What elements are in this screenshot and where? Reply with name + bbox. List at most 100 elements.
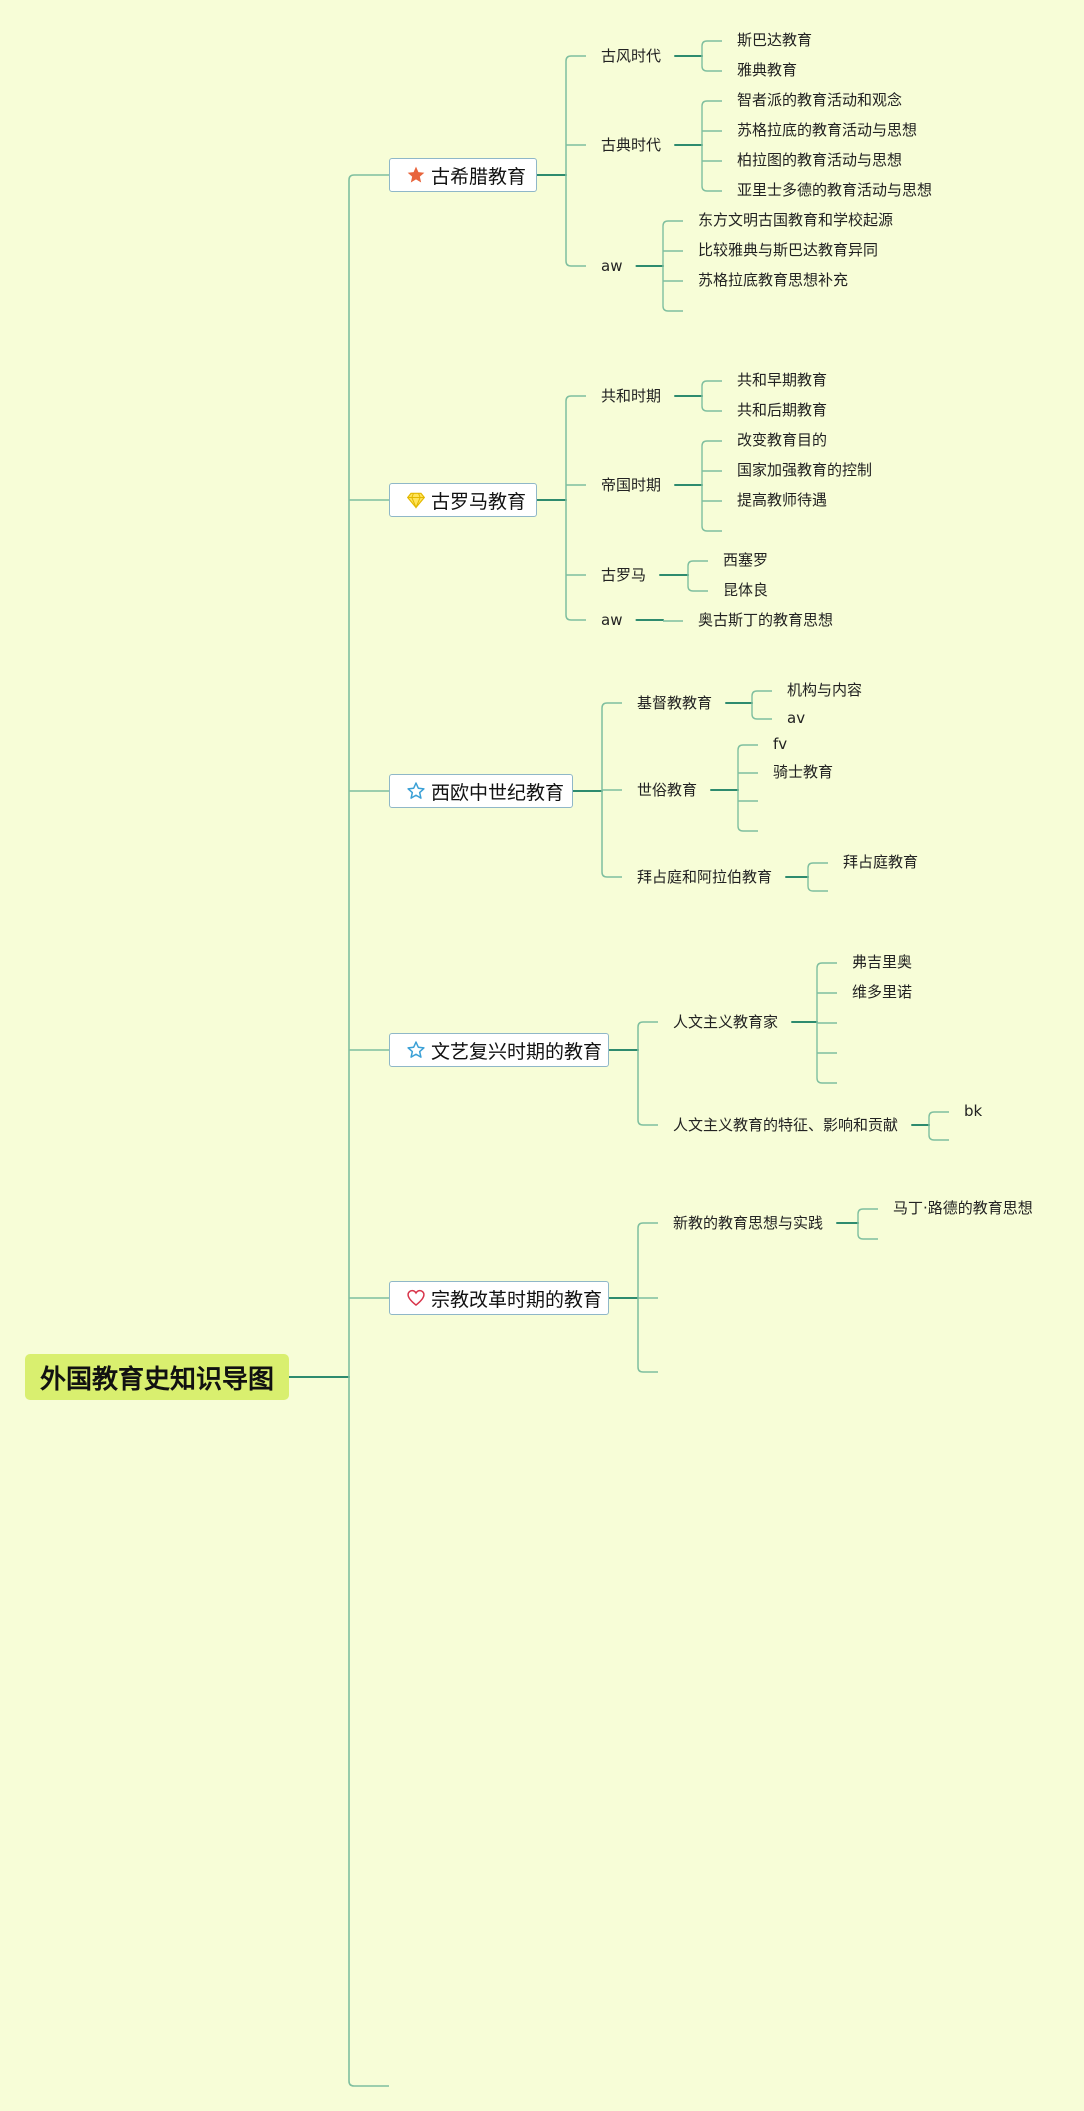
sub-node[interactable]: 共和时期 (601, 386, 661, 406)
sub-node[interactable]: 古罗马 (601, 565, 646, 585)
sub-node-label: aw (601, 611, 623, 629)
leaf-bus (701, 40, 722, 72)
branch-bus (601, 702, 622, 878)
leaf-node-label: 苏格拉底的教育活动与思想 (737, 121, 918, 139)
leaf-node[interactable]: 斯巴达教育 (737, 30, 812, 50)
leaf-node[interactable]: 亚里士多德的教育活动与思想 (737, 180, 932, 200)
sub-node[interactable]: 人文主义教育家 (673, 1012, 778, 1032)
leaf-node[interactable]: 拜占庭教育 (843, 852, 918, 872)
leaf-node[interactable]: 维多里诺 (852, 982, 912, 1002)
sub-node[interactable]: 人文主义教育的特征、影响和贡献 (673, 1115, 898, 1135)
branch-bus (637, 1222, 658, 1373)
sub-node-label: 新教的教育思想与实践 (673, 1214, 824, 1232)
leaf-node-label: 柏拉图的教育活动与思想 (737, 151, 903, 169)
heart-icon (406, 1288, 426, 1308)
leaf-bus (751, 690, 772, 720)
leaf-node-label: 国家加强教育的控制 (737, 461, 873, 479)
branch-5[interactable]: 宗教改革时期的教育 (389, 1281, 609, 1315)
leaf-node[interactable]: 苏格拉底的教育活动与思想 (737, 120, 917, 140)
leaf-node-label: 亚里士多德的教育活动与思想 (737, 181, 933, 199)
leaf-node[interactable]: 智者派的教育活动和观念 (737, 90, 902, 110)
leaf-node[interactable]: 昆体良 (723, 580, 768, 600)
leaf-bus (857, 1208, 878, 1240)
sub-node[interactable]: 古典时代 (601, 135, 661, 155)
leaf-node[interactable]: 东方文明古国教育和学校起源 (698, 210, 893, 230)
trunk-connector (348, 174, 389, 2087)
branch-bus (637, 1021, 658, 1126)
sub-node-label: 人文主义教育家 (673, 1013, 779, 1031)
leaf-node[interactable]: 改变教育目的 (737, 430, 827, 450)
branch-label: 宗教改革时期的教育 (431, 1288, 603, 1311)
leaf-node[interactable]: 雅典教育 (737, 60, 797, 80)
leaf-node[interactable]: 马丁·路德的教育思想 (893, 1198, 1033, 1218)
leaf-node[interactable]: av (787, 708, 805, 728)
sub-node-label: 帝国时期 (601, 476, 662, 494)
leaf-node[interactable]: 西塞罗 (723, 550, 768, 570)
sub-node[interactable]: 拜占庭和阿拉伯教育 (637, 867, 772, 887)
branch-label: 文艺复兴时期的教育 (431, 1040, 603, 1063)
leaf-node-label: 马丁·路德的教育思想 (893, 1199, 1033, 1217)
leaf-node-label: 西塞罗 (723, 551, 769, 569)
sub-node[interactable]: aw (601, 610, 622, 630)
leaf-node[interactable]: 比较雅典与斯巴达教育异同 (698, 240, 878, 260)
leaf-node[interactable]: 提高教师待遇 (737, 490, 827, 510)
leaf-node-label: 智者派的教育活动和观念 (737, 91, 903, 109)
leaf-bus (662, 220, 683, 312)
leaf-node-label: 苏格拉底教育思想补充 (698, 271, 849, 289)
sub-node-label: 古罗马 (601, 566, 647, 584)
leaf-node-label: 弗吉里奥 (852, 953, 913, 971)
leaf-node[interactable]: 苏格拉底教育思想补充 (698, 270, 848, 290)
leaf-node-label: 比较雅典与斯巴达教育异同 (698, 241, 879, 259)
leaf-bus (701, 440, 722, 532)
branch-label: 古罗马教育 (431, 490, 527, 513)
branch-label: 西欧中世纪教育 (431, 781, 565, 804)
leaf-node-label: 改变教育目的 (737, 431, 828, 449)
leaf-bus (701, 380, 722, 412)
sub-node[interactable]: aw (601, 256, 622, 276)
leaf-node[interactable]: 国家加强教育的控制 (737, 460, 872, 480)
leaf-node-label: bk (964, 1102, 983, 1120)
sub-node[interactable]: 新教的教育思想与实践 (673, 1213, 823, 1233)
branch-4[interactable]: 文艺复兴时期的教育 (389, 1033, 609, 1067)
sub-node[interactable]: 帝国时期 (601, 475, 661, 495)
leaf-bus (737, 744, 758, 832)
sub-node-label: 古风时代 (601, 47, 662, 65)
branch-2[interactable]: 古罗马教育 (389, 483, 537, 517)
leaf-node[interactable]: 骑士教育 (773, 762, 833, 782)
sub-node[interactable]: 世俗教育 (637, 780, 697, 800)
leaf-node[interactable]: 共和早期教育 (737, 370, 827, 390)
leaf-node-label: 雅典教育 (737, 61, 798, 79)
leaf-bus (807, 862, 828, 892)
sub-node-label: 基督教教育 (637, 694, 713, 712)
sub-node-label: 人文主义教育的特征、影响和贡献 (673, 1116, 899, 1134)
leaf-node-label: 东方文明古国教育和学校起源 (698, 211, 894, 229)
leaf-node[interactable]: 弗吉里奥 (852, 952, 912, 972)
sub-node[interactable]: 古风时代 (601, 46, 661, 66)
diamond-icon (406, 490, 426, 510)
leaf-node-label: 机构与内容 (787, 681, 863, 699)
leaf-node[interactable]: 奥古斯丁的教育思想 (698, 610, 833, 630)
leaf-bus (816, 962, 837, 1084)
sub-node[interactable]: 基督教教育 (637, 693, 712, 713)
leaf-node[interactable]: 共和后期教育 (737, 400, 827, 420)
leaf-node-label: av (787, 709, 806, 727)
leaf-node[interactable]: 柏拉图的教育活动与思想 (737, 150, 902, 170)
leaf-node-label: 骑士教育 (773, 763, 834, 781)
leaf-node-label: 奥古斯丁的教育思想 (698, 611, 834, 629)
leaf-bus (701, 100, 722, 192)
root-node[interactable]: 外国教育史知识导图 (25, 1354, 289, 1400)
branch-3[interactable]: 西欧中世纪教育 (389, 774, 573, 808)
leaf-node[interactable]: 机构与内容 (787, 680, 862, 700)
leaf-bus (928, 1111, 949, 1141)
sub-node-label: 共和时期 (601, 387, 662, 405)
sub-node-label: 世俗教育 (637, 781, 698, 799)
branch-1[interactable]: 古希腊教育 (389, 158, 537, 192)
leaf-node-label: 共和后期教育 (737, 401, 828, 419)
leaf-node-label: 维多里诺 (852, 983, 913, 1001)
star-outline-icon (406, 781, 426, 801)
star-outline-icon (406, 1040, 426, 1060)
leaf-node[interactable]: fv (773, 734, 787, 754)
leaf-node[interactable]: bk (964, 1101, 982, 1121)
